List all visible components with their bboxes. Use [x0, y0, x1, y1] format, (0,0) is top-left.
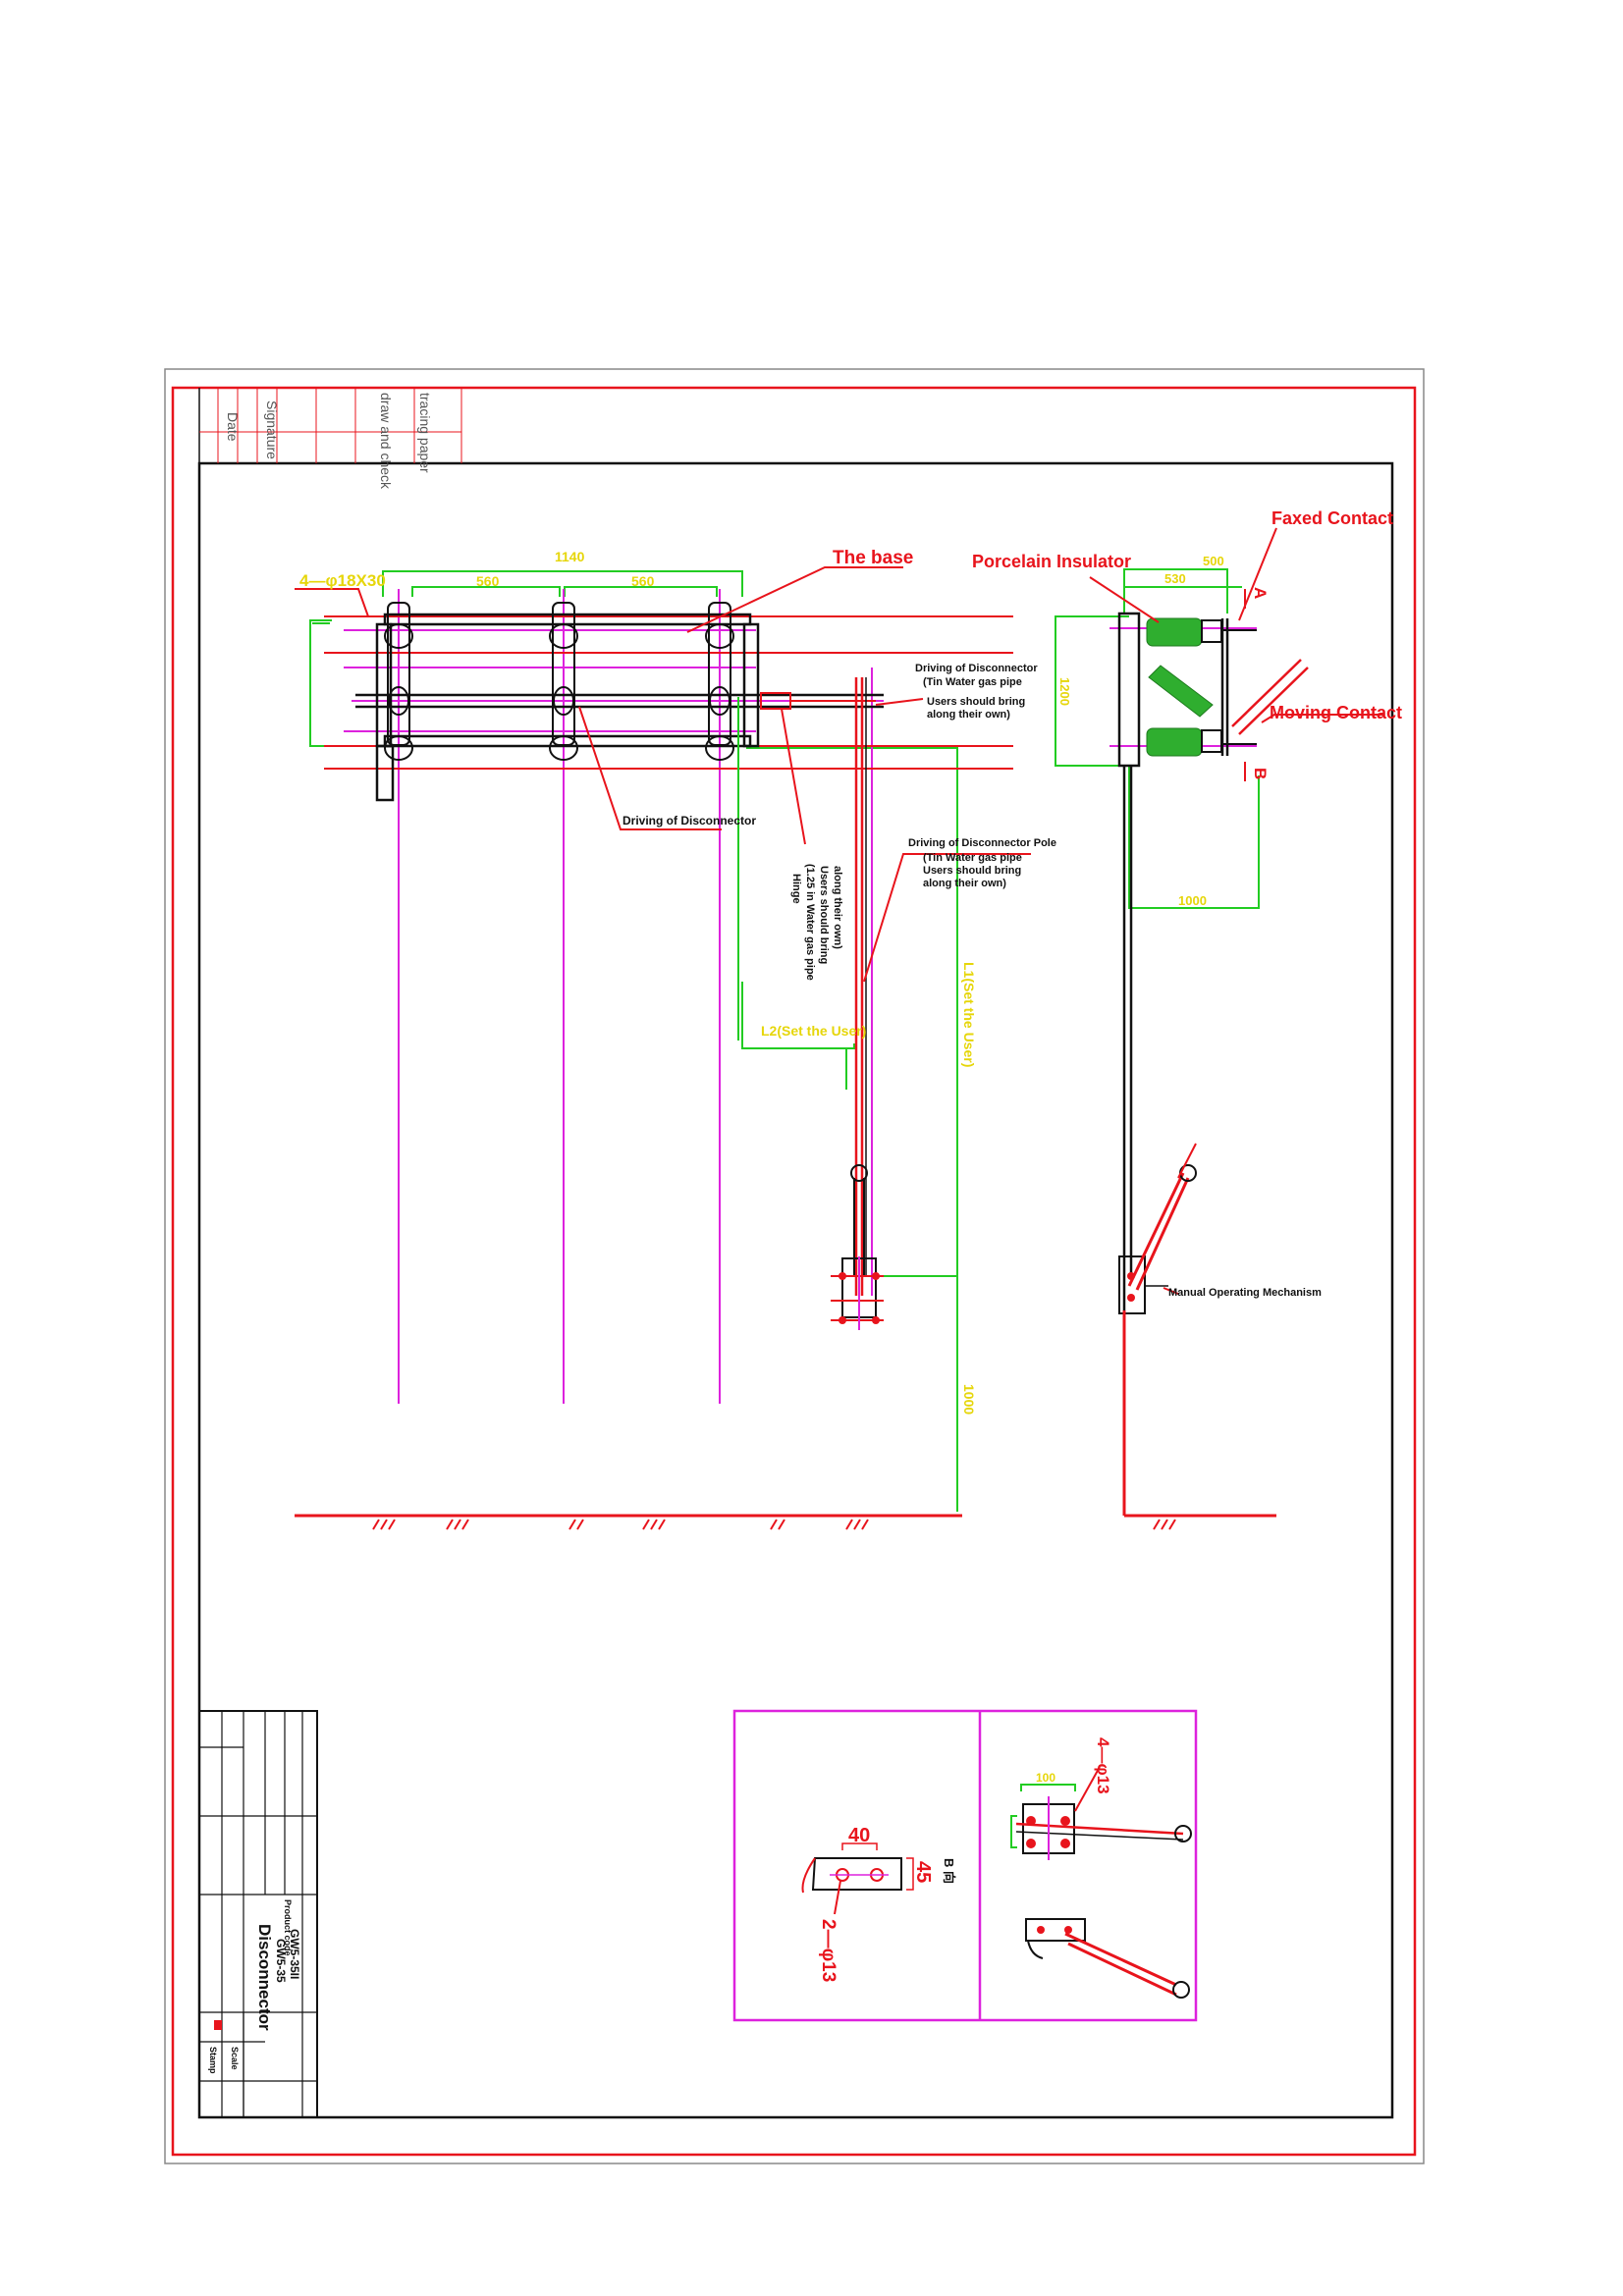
bolt-note: 4—φ18X30 [299, 571, 386, 590]
label-pipe-note3: along their own) [927, 709, 1010, 721]
detail-dim-small: 100 [1036, 1771, 1055, 1785]
stamp-tracing: tracing paper [417, 393, 433, 473]
detail-view-label: B 向 [942, 1858, 956, 1884]
label-moving-contact: Moving Contact [1270, 703, 1402, 722]
dim-total-width: 1140 [555, 549, 585, 564]
front-centerlines [344, 589, 884, 1404]
marker-b: B [1251, 768, 1270, 779]
detail-dim-45: 45 [912, 1861, 934, 1883]
label-pipe-note2: Users should bring [927, 696, 1025, 708]
stamp-date: Date [225, 412, 241, 442]
detail-dim-40: 40 [848, 1825, 870, 1846]
label-pipe-note1: (Tin Water gas pipe [923, 676, 1022, 688]
side-ground-hatch [1153, 1519, 1176, 1530]
title-product-code: Product code [283, 1899, 293, 1956]
label-pole-note3: along their own) [923, 878, 1006, 889]
detail-holes: 2—φ13 [818, 1919, 839, 1982]
dim-left-span: 560 [476, 573, 500, 589]
dim-side-top1: 530 [1164, 571, 1186, 586]
label-pole-note1: (Tin Water gas pipe [923, 852, 1022, 864]
title-model1: GW5-35II [288, 1929, 301, 1979]
side-dimensions [1055, 568, 1260, 909]
stamp-draw-check: draw and check [378, 393, 394, 490]
dim-side-top2: 500 [1203, 554, 1224, 568]
label-hinge-note3: along their own) [832, 866, 843, 949]
title-stamp: Stamp [208, 2047, 218, 2074]
side-leaders [1089, 527, 1384, 1295]
detail-bolts: 4—φ13 [1094, 1737, 1112, 1794]
front-view: 1140 560 560 4—φ18X30 L2(Set the User) L… [295, 548, 1056, 1530]
front-leaders [295, 566, 1031, 983]
label-porcelain-insulator: Porcelain Insulator [972, 552, 1131, 571]
dim-h-low: 1000 [961, 1384, 977, 1415]
side-contacts [1201, 619, 1257, 753]
stamp-signature: Signature [264, 400, 280, 459]
title-block: Disconnector GW5-35II GW5-35 Product cod… [198, 1710, 318, 2118]
label-fixed-contact: Faxed Contact [1271, 508, 1393, 528]
title-scale: Scale [230, 2047, 240, 2070]
label-hinge-note2: Users should bring [818, 866, 830, 964]
label-pipe-title: Driving of Disconnector [915, 663, 1038, 674]
label-pole-title: Driving of Disconnector Pole [908, 837, 1056, 849]
sheet-frame [164, 368, 1425, 2164]
label-hinge-note1: (1.25 in Water gas pipe [804, 864, 816, 981]
label-driving-disconnector: Driving of Disconnector [622, 814, 756, 828]
dim-side-height: 1200 [1057, 677, 1072, 706]
front-insulator-posts [384, 602, 734, 761]
title-product: Disconnector [255, 1924, 274, 2031]
detail-assembly [1010, 1766, 1192, 1999]
side-ground [1122, 1310, 1276, 1518]
title-model2: GW5-35 [274, 1939, 288, 1983]
side-structure [1117, 612, 1229, 1310]
moving-contact-blade [1231, 659, 1309, 735]
dim-l1: L1(Set the User) [961, 962, 977, 1067]
porcelain-insulators [1146, 617, 1214, 757]
front-drive-pole [737, 677, 884, 1330]
label-hinge: Hinge (1.25 in Water gas pipe Users shou… [790, 864, 843, 981]
label-pole-note2: Users should bring [923, 865, 1021, 877]
detail-box: 40 45 2—φ13 B 向 4—φ13 100 [732, 1709, 1198, 2022]
dim-side-bottom: 1000 [1178, 893, 1207, 908]
marker-a: A [1251, 587, 1270, 599]
revision-stamp: Date Signature draw and check tracing pa… [198, 388, 462, 490]
side-view: A B 530 500 1200 100 [972, 508, 1402, 1530]
front-base-frame [355, 613, 884, 802]
label-hinge-title: Hinge [790, 874, 802, 904]
label-the-base: The base [833, 548, 913, 568]
dim-l2: L2(Set the User) [761, 1023, 866, 1039]
front-dimensions [309, 570, 958, 1512]
label-grounding: Manual Operating Mechanism [1168, 1287, 1322, 1299]
front-ground-hatch [372, 1519, 869, 1530]
manual-mechanism [1118, 1143, 1197, 1314]
dim-right-span: 560 [631, 573, 655, 589]
detail-plate [801, 1842, 914, 1915]
